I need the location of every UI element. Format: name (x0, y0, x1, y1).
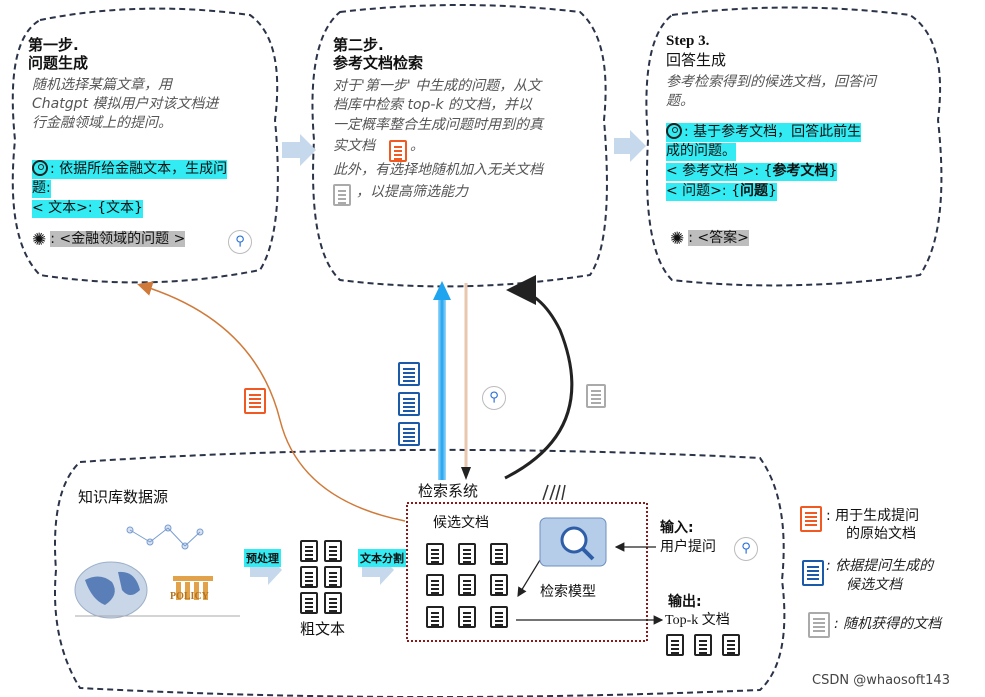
step3-output: ✺: <答案> (670, 229, 749, 249)
candidate-doc (490, 543, 508, 565)
step1-title-line1: 第一步. (28, 36, 79, 54)
step3-prompt-line2: 成的问题。 (666, 143, 736, 161)
step2-title-line2: 参考文档检索 (333, 54, 424, 72)
candidate-document-icon (398, 422, 420, 446)
raw-document-icon (300, 592, 318, 614)
step1-desc-line3: 行金融领域上的提问。 (32, 115, 172, 131)
step1-desc-line2: Chatgpt 模拟用户对该文档进 (32, 96, 219, 112)
step2-desc-line4: 实文档 (333, 138, 375, 154)
legend-orange-line2: 的原始文档 (846, 526, 916, 542)
search-icon: ⚲ (482, 386, 506, 410)
user-icon (666, 123, 682, 139)
chatgpt-icon: ✺ (670, 229, 685, 249)
legend-blue-line1: : 依据提问生成的 (826, 558, 934, 574)
input-value: 用户提问 (660, 539, 716, 555)
step3-title-line2: 回答生成 (666, 51, 727, 69)
step1-prompt-line2: 题: (32, 180, 51, 198)
legend-blue-line2: 候选文档 (846, 577, 902, 593)
step2-desc-line4-end: 。 (410, 138, 424, 154)
step3-desc-line2: 题。 (666, 93, 694, 109)
candidate-doc (458, 574, 476, 596)
original-document-icon (389, 140, 407, 162)
watermark: CSDN @whaosoft143 (812, 673, 950, 688)
step1-prompt-line1: : 依据所给金融文本，生成问 (32, 160, 228, 179)
step1-prompt-line3: < 文本>: {文本} (32, 200, 143, 218)
step1-output: ✺: <金融领域的问题 > (32, 230, 186, 250)
arrow-step2-step3 (614, 130, 646, 162)
raw-document-icon (324, 566, 342, 588)
legend-gray-doc-icon (808, 612, 830, 638)
preprocess-tag: 预处理 (244, 549, 281, 567)
topk-doc (722, 634, 740, 656)
candidate-document-icon (398, 362, 420, 386)
legend-gray-line1: : 随机获得的文档 (834, 616, 942, 632)
candidate-doc (490, 574, 508, 596)
search-icon: ⚲ (734, 537, 758, 561)
raw-document-icon (300, 566, 318, 588)
input-label: 输入: (660, 520, 694, 536)
candidate-doc (490, 606, 508, 628)
candidate-doc (458, 543, 476, 565)
step2-desc-line3: 一定概率整合生成问题时用到的真 (333, 117, 543, 133)
user-icon (32, 160, 48, 176)
output-label: 输出: (668, 594, 702, 610)
chatgpt-icon: ✺ (32, 230, 47, 250)
retrieval-model-label: 检索模型 (540, 584, 596, 600)
search-icon: ⚲ (228, 230, 252, 254)
candidate-doc (426, 606, 444, 628)
raw-text-label: 粗文本 (300, 620, 346, 638)
step3-prompt-line1: : 基于参考文档，回答此前生 (666, 123, 862, 142)
raw-document-icon (300, 540, 318, 562)
topk-doc (666, 634, 684, 656)
random-document-icon (586, 384, 606, 408)
raw-document-icon (324, 540, 342, 562)
retrieval-system-label: 检索系统 (418, 482, 479, 500)
legend-orange-doc-icon (800, 506, 822, 532)
candidate-docs-label: 候选文档 (433, 515, 489, 531)
legend-blue-doc-icon (802, 560, 824, 586)
step3-prompt-line3: < 参考文档 >: {参考文档} (666, 163, 838, 181)
step2-desc-line6: ，以提高筛选能力 (356, 184, 468, 200)
candidate-doc (458, 606, 476, 628)
step2-desc-line2: 档库中检索 top-k 的文档，并以 (333, 97, 533, 113)
step3-prompt-line4: < 问题>: {问题} (666, 183, 777, 201)
candidate-document-icon (398, 392, 420, 416)
output-value: Top-k 文档 (665, 613, 730, 628)
split-tag: 文本分割 (358, 549, 406, 567)
step3-desc-line1: 参考检索得到的候选文档，回答问 (666, 74, 876, 90)
policy-label: POLICY (170, 591, 209, 602)
original-document-icon (244, 388, 266, 414)
step2-desc-line1: 对于'第一步' 中生成的问题，从文 (333, 78, 542, 94)
raw-document-icon (324, 592, 342, 614)
random-document-icon (333, 184, 351, 206)
topk-doc (694, 634, 712, 656)
step2-desc-line5: 此外，有选择地随机加入无关文档 (333, 162, 543, 178)
arrow-step1-step2 (282, 134, 316, 166)
step1-title-line2: 问题生成 (28, 54, 89, 72)
candidate-doc (426, 543, 444, 565)
candidate-doc (426, 574, 444, 596)
step3-title-line1: Step 3. (666, 33, 710, 49)
step1-desc-line1: 随机选择某篇文章，用 (32, 77, 172, 93)
legend-orange-line1: : 用于生成提问 (826, 508, 920, 524)
kb-label: 知识库数据源 (78, 488, 169, 506)
step2-title-line1: 第二步. (333, 36, 384, 54)
